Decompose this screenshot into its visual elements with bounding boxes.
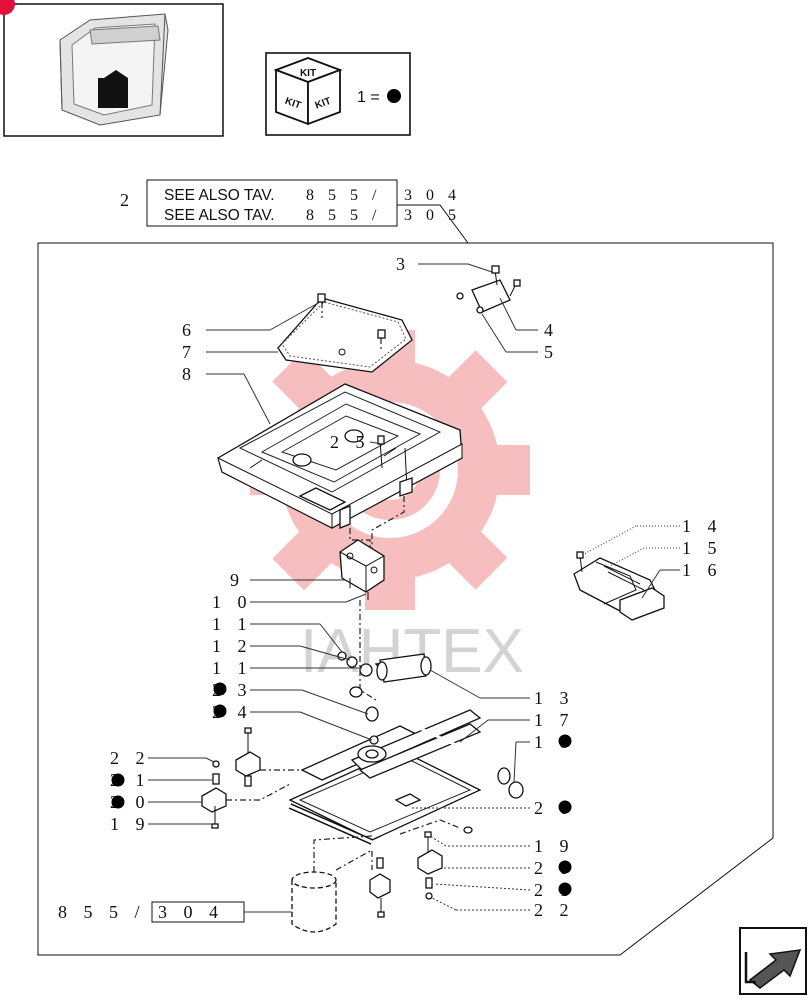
callout-25: 2 5 [330,432,371,452]
kit-marker-dot-icon [387,89,401,103]
next-page-arrow-icon [744,949,802,989]
callout-18: 1 8 [534,732,575,752]
see-also-line2-prefix: SEE ALSO TAV. [164,207,275,224]
air-spring[interactable] [291,835,391,933]
callout-12: 1 2 [212,636,253,656]
callout-16: 1 6 [682,560,723,580]
callout-5: 5 [544,342,559,362]
callout-6: 6 [182,320,197,340]
callout-26: 2 6 [534,798,575,818]
callout-11b: 1 1 [212,658,253,678]
see-also-reference[interactable]: 2 SEE ALSO TAV. 8 5 5 / 3 0 4 SEE ALSO T… [120,179,469,244]
cab-thumbnail-icon [59,13,169,126]
callout-20b: 2 0 [534,858,575,878]
callout-9: 9 [230,570,245,590]
leader-lines [148,263,680,913]
kit-left-label: KIT [283,96,302,112]
see-also-line2-code: 3 0 5 [404,207,461,224]
cab-thumbnail[interactable] [0,0,224,137]
scissor-assembly[interactable] [288,686,524,845]
kit-marker-21-icon [111,773,125,787]
callout-2: 2 [120,190,135,210]
control-pedal[interactable] [573,551,665,621]
kit-marker-18-icon [558,734,572,748]
left-side-fasteners[interactable] [201,727,300,829]
see-also-line2-group: 8 5 5 / [306,207,381,224]
damper-cylinder[interactable] [337,651,432,683]
see-also-line1-prefix: SEE ALSO TAV. [164,187,275,204]
callout-10: 1 0 [212,592,253,612]
callout-3: 3 [396,254,411,274]
seat-cover-plate[interactable] [277,293,413,373]
next-page-button[interactable] [739,927,807,995]
callout-7: 7 [182,342,197,362]
kit-marker-23-icon [213,682,227,696]
bottom-ref-code: 3 0 4 [158,902,224,922]
kit-marker-20-icon [111,795,125,809]
callout-8: 8 [182,364,197,384]
kit-marker-24-icon [213,704,227,718]
see-also-line1-code: 3 0 4 [404,187,461,204]
diagram-frame [37,242,774,956]
kit-top-label: KIT [300,68,316,79]
callout-4: 4 [544,320,559,340]
kit-marker-20b-icon [558,860,572,874]
mounting-block[interactable] [339,539,385,701]
kit-marker-21b-icon [558,882,572,896]
kit-marker-26-icon [558,800,572,814]
kit-cube-icon: KIT KIT KIT [273,57,343,126]
callout-19: 1 9 [110,814,151,834]
bottom-reference[interactable]: 8 5 5 / 3 0 4 [58,901,245,923]
callouts-left: 6 7 8 9 1 0 1 1 1 2 1 1 2 3 2 4 2 2 2 1 … [110,320,253,834]
callout-11: 1 1 [212,614,253,634]
kit-right-label: KIT [314,96,333,112]
callout-15: 1 5 [682,538,723,558]
red-corner-dot-icon [0,0,15,15]
callout-13: 1 3 [534,688,575,708]
bracket-assembly[interactable] [456,265,521,314]
callout-17: 1 7 [534,710,575,730]
kit-legend-box: KIT KIT KIT 1 = [265,52,411,136]
seat-frame[interactable] [217,383,463,529]
callout-22b: 2 2 [534,900,575,920]
callout-21b: 2 1 [534,880,575,900]
bottom-ref-group: 8 5 5 / [58,902,146,922]
callout-14: 1 4 [682,516,723,536]
kit-legend-text: 1 = [357,89,380,106]
callout-22: 2 2 [110,748,151,768]
see-also-line1-group: 8 5 5 / [306,187,381,204]
right-side-fasteners[interactable] [399,819,473,900]
callout-19b: 1 9 [534,836,575,856]
callouts-right: 3 4 5 2 5 1 4 1 5 1 6 1 3 1 7 1 8 2 6 1 … [330,254,723,920]
